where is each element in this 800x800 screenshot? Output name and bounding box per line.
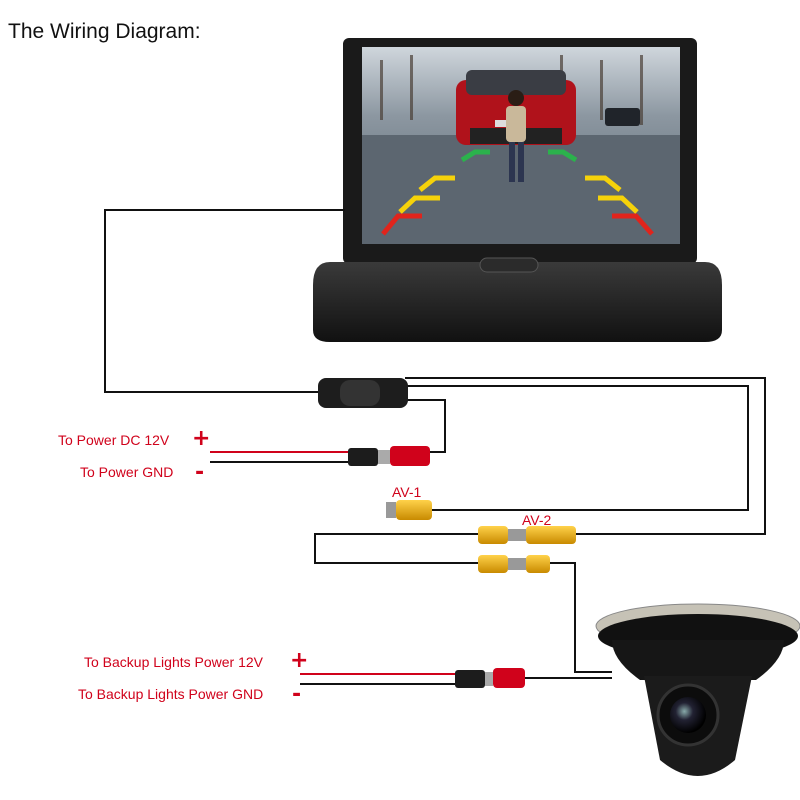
- monitor-stand-button: [479, 257, 539, 273]
- power-cable: [405, 399, 446, 453]
- screen-car-small: [605, 108, 640, 126]
- camera-cable: [548, 562, 612, 673]
- power-gnd-label: To Power GND: [80, 464, 174, 480]
- power-plug: [348, 446, 430, 466]
- av1-cable: [405, 385, 749, 511]
- junction-box: [318, 378, 408, 408]
- av2-label: AV-2: [522, 512, 552, 528]
- monitor-stand: [313, 262, 722, 342]
- av2-return-cable: [314, 533, 478, 564]
- diagram-title: The Wiring Diagram:: [8, 20, 201, 43]
- camera-lens: [670, 697, 706, 733]
- screen-child: [506, 90, 526, 182]
- backup-power-plug: [455, 668, 525, 688]
- av2-cable: [405, 377, 766, 535]
- backup-power-label: To Backup Lights Power 12V: [84, 654, 263, 670]
- backup-camera: [595, 603, 800, 776]
- screen-guidelines: [381, 149, 654, 236]
- screen-road: [362, 135, 680, 244]
- backup-gnd-label: To Backup Lights Power GND: [78, 686, 264, 702]
- minus-sign: -: [292, 682, 302, 707]
- plus-sign: +: [290, 648, 309, 673]
- minus-sign: -: [195, 460, 205, 485]
- av1-connector: [386, 500, 432, 520]
- power-dc-label: To Power DC 12V: [58, 432, 170, 448]
- av1-label: AV-1: [392, 484, 422, 500]
- monitor: [313, 38, 722, 342]
- monitor-cable: [104, 209, 345, 393]
- plus-sign: +: [192, 426, 211, 451]
- wires: [104, 209, 766, 685]
- av2-connector: [478, 526, 576, 573]
